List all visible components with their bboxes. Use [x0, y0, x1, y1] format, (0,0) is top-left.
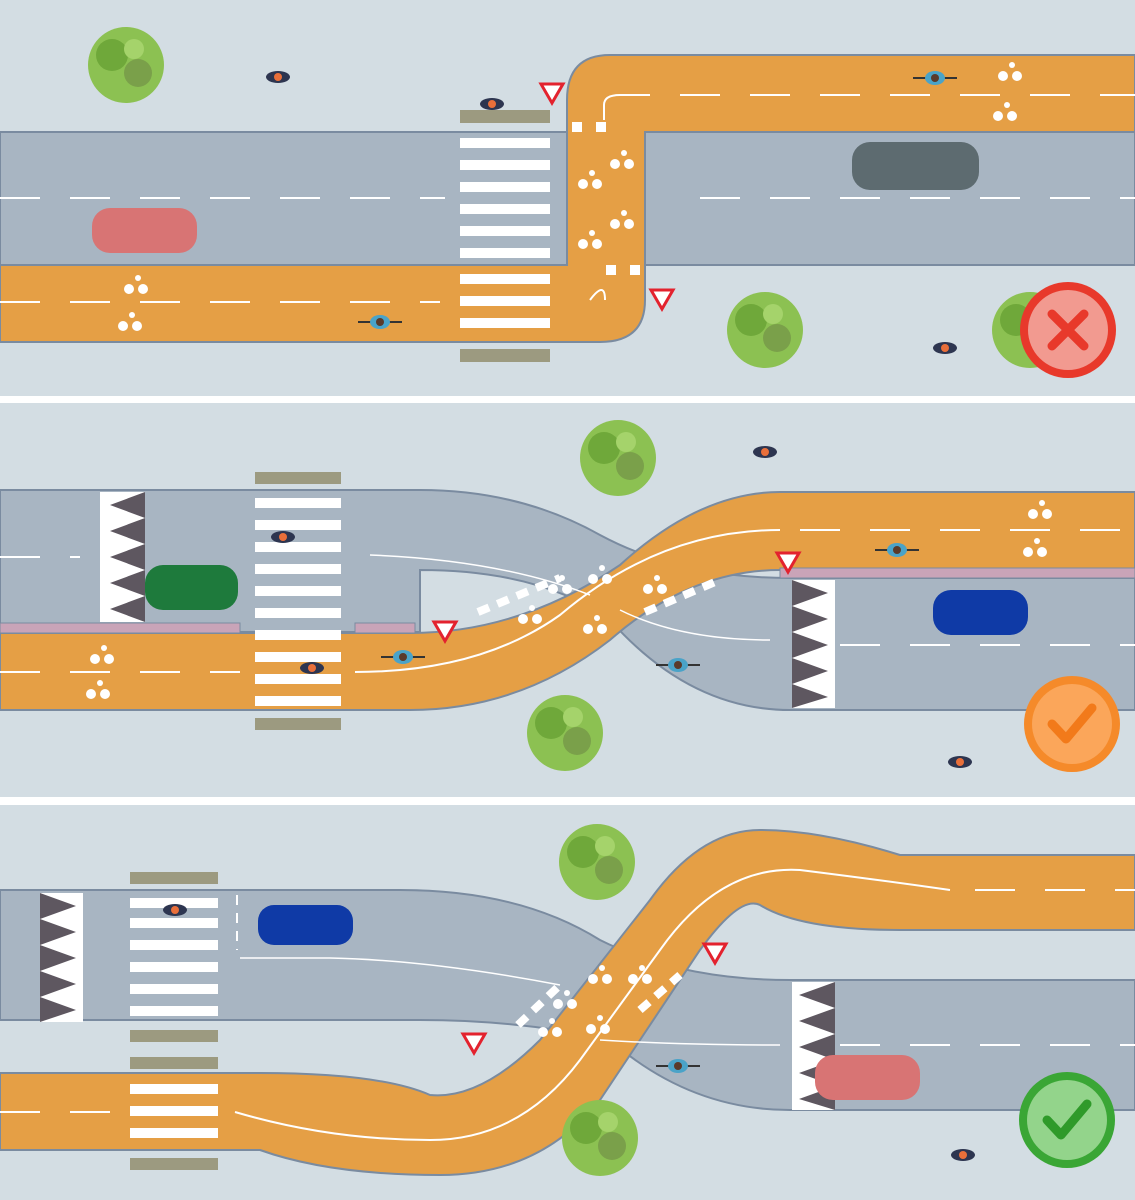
tree-icon	[527, 695, 603, 771]
tree-icon	[580, 420, 656, 496]
pedestrian-icon	[266, 71, 290, 83]
pedestrian-icon	[948, 756, 972, 768]
car-blue	[258, 905, 353, 945]
crosswalk	[460, 138, 550, 328]
bike-lane	[0, 54, 1135, 343]
car-red	[815, 1055, 920, 1100]
tree-icon	[559, 824, 635, 900]
pedestrian-icon	[163, 904, 187, 916]
car-grey	[852, 142, 979, 190]
pedestrian-icon	[271, 531, 295, 543]
panel-good-design	[0, 805, 1135, 1200]
pedestrian-icon	[753, 446, 777, 458]
tree-icon	[88, 27, 164, 103]
check-icon	[1019, 1072, 1115, 1168]
cross-icon	[1020, 282, 1116, 378]
panel-bad-design	[0, 0, 1135, 396]
pedestrian-icon	[480, 98, 504, 110]
tree-icon	[562, 1100, 638, 1176]
pedestrian-icon	[933, 342, 957, 354]
car-red	[92, 208, 197, 253]
car-blue	[933, 590, 1028, 635]
pedestrian-icon	[300, 662, 324, 674]
car-green	[145, 565, 238, 610]
bike-lane	[0, 828, 1135, 1177]
check-icon	[1024, 676, 1120, 772]
panel-acceptable-design	[0, 403, 1135, 797]
tree-icon	[727, 292, 803, 368]
pedestrian-icon	[951, 1149, 975, 1161]
